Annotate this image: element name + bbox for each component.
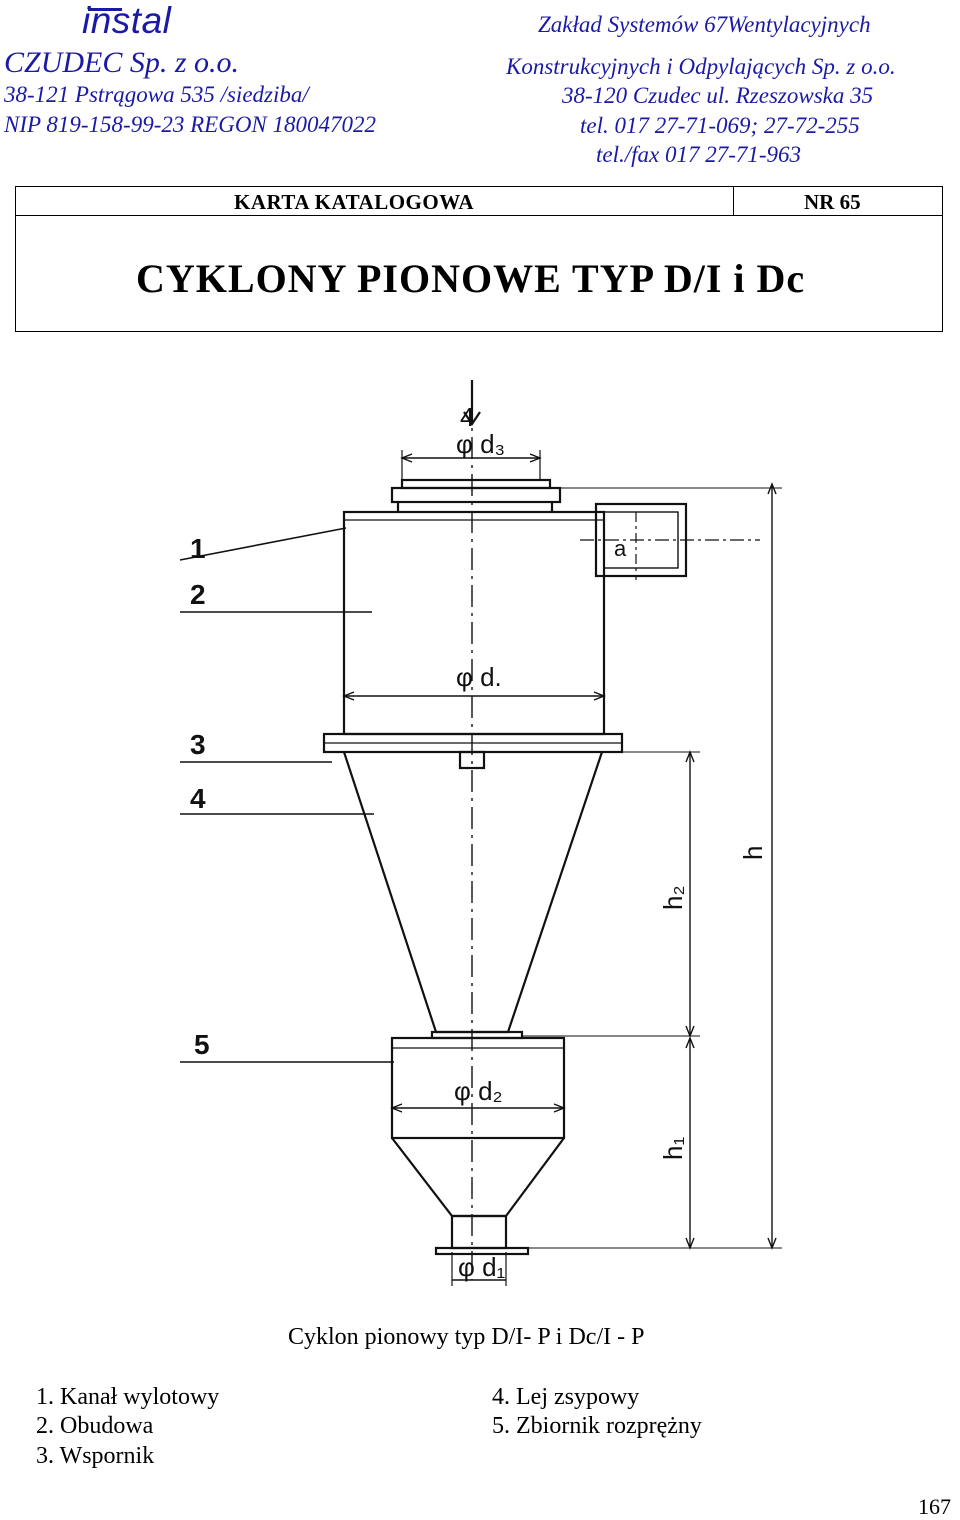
- discharge-pipe: [450, 1214, 508, 1250]
- dim-h1-label: h₁: [658, 1137, 688, 1160]
- dim-d3-label: φ d₃: [456, 429, 505, 459]
- company-name: CZUDEC Sp. z o.o.: [4, 46, 240, 79]
- callout-2: 2: [190, 579, 206, 610]
- legend-item-2: 2. Obudowa: [36, 1413, 154, 1439]
- legend-item-1: 1. Kanał wylotowy: [36, 1384, 220, 1410]
- plant-fax: tel./fax 017 27-71-963: [596, 142, 802, 167]
- dim-d2-label: φ d₂: [454, 1076, 503, 1106]
- company-address: 38-121 Pstrągowa 535 /siedziba/: [4, 82, 309, 107]
- plant-line-2: Konstrukcyjnych i Odpylających Sp. z o.o…: [506, 54, 896, 79]
- catalog-card-box: KARTA KATALOGOWA NR 65 CYKLONY PIONOWE T…: [15, 186, 943, 332]
- company-nip-regon: NIP 819-158-99-23 REGON 180047022: [4, 112, 377, 137]
- callout-1: 1: [190, 533, 206, 564]
- cyclone-body: [342, 510, 606, 736]
- expansion-tank: [390, 1036, 566, 1140]
- dim-h2-label: h₂: [658, 885, 688, 910]
- catalog-card-divider: [733, 187, 734, 215]
- vortex-finder-stub: [458, 750, 486, 770]
- plant-phone: tel. 017 27-71-069; 27-72-255: [580, 113, 860, 138]
- company-logo: instal: [82, 0, 172, 41]
- dust-cone: [342, 751, 604, 1034]
- tank-hopper: [391, 1137, 565, 1218]
- dim-a-label: a: [614, 536, 627, 561]
- callout-5: 5: [194, 1029, 210, 1060]
- callout-3: 3: [190, 729, 206, 760]
- dim-h-label: h: [738, 846, 768, 860]
- discharge-flange: [434, 1246, 530, 1256]
- catalog-card-number: NR 65: [804, 190, 861, 214]
- figure-caption: Cyklon pionowy typ D/I- P i Dc/I - P: [288, 1324, 645, 1350]
- legend-item-4: 4. Lej zsypowy: [492, 1384, 640, 1410]
- callout-1-leader: [179, 527, 347, 561]
- arrow-label: 4: [460, 402, 474, 432]
- outlet-flange: [390, 486, 562, 504]
- cyclone-technical-drawing: 4 φ d₃ a φ d. φ d₂ φ d₁ h h₂ h₁ 1 2 3 4 …: [179, 380, 782, 1286]
- dim-d-label: φ d.: [456, 662, 502, 692]
- catalog-card-label: KARTA KATALOGOWA: [234, 190, 475, 214]
- page-number: 167: [918, 1494, 951, 1519]
- legend-item-5: 5. Zbiornik rozprężny: [492, 1413, 702, 1439]
- plant-address: 38-120 Czudec ul. Rzeszowska 35: [562, 83, 874, 108]
- catalog-card-header-row: [16, 187, 942, 216]
- logo-overline: [88, 8, 122, 11]
- dim-d1-label: φ d₁: [458, 1252, 506, 1282]
- legend-item-3: 3. Wspornik: [36, 1443, 155, 1469]
- callout-4: 4: [190, 783, 206, 814]
- outlet-pipe: [400, 478, 552, 490]
- plant-line-1: Zakład Systemów 67Wentylacyjnych: [538, 12, 871, 37]
- page-title: CYKLONY PIONOWE TYP D/I i Dc: [136, 256, 806, 301]
